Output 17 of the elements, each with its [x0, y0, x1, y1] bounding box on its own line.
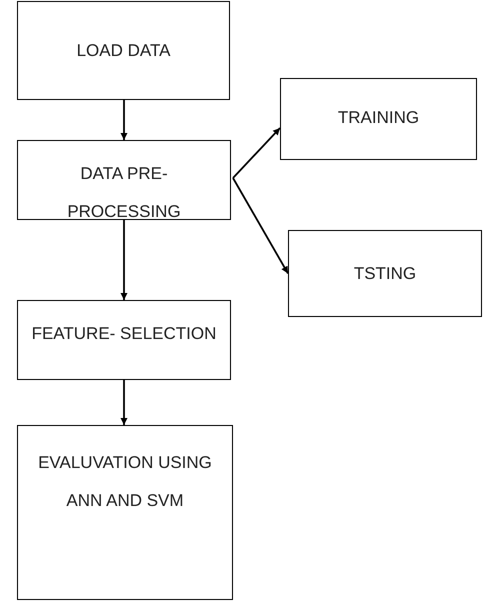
arrow [232, 127, 281, 179]
arrow [120, 220, 128, 300]
process-box [17, 1, 230, 100]
arrow [120, 100, 128, 140]
process-box [288, 230, 482, 317]
arrow [120, 380, 128, 425]
process-box [17, 300, 231, 380]
box-label: TRAINING [338, 107, 420, 129]
box-label: DATA PRE- PROCESSING [66, 163, 182, 223]
box-label: LOAD DATA [76, 40, 170, 62]
arrow [232, 178, 289, 274]
box-label: TSTING [354, 263, 416, 285]
box-label: FEATURE- SELECTION [32, 323, 216, 345]
box-label: EVALUVATION USING ANN AND SVM [37, 452, 213, 512]
process-box [17, 140, 231, 220]
process-box [17, 425, 233, 600]
process-box [280, 78, 477, 160]
